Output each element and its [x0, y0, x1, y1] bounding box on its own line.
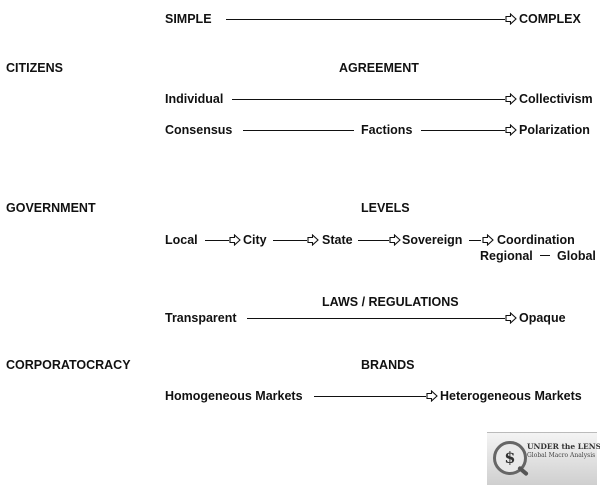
- government-label: GOVERNMENT: [6, 201, 96, 215]
- consensus-factions-line: [243, 130, 354, 131]
- heterogeneous-markets-label: Heterogeneous Markets: [440, 389, 582, 403]
- factions-polarization-line: [421, 130, 505, 131]
- agreement-heading: AGREEMENT: [339, 61, 419, 75]
- individual-collectivism-line: [232, 99, 505, 100]
- levels-heading: LEVELS: [361, 201, 410, 215]
- coordination-regional: Regional: [480, 249, 533, 263]
- homogeneous-heterogeneous-line: [314, 396, 426, 397]
- polarization-label: Polarization: [519, 123, 590, 137]
- arrow-icon: [426, 390, 438, 402]
- logo-subtitle: Global Macro Analysis: [527, 452, 596, 459]
- arrow-icon: [389, 234, 401, 246]
- homogeneous-markets-label: Homogeneous Markets: [165, 389, 303, 403]
- level-state: State: [322, 233, 353, 247]
- level-city: City: [243, 233, 267, 247]
- opaque-label: Opaque: [519, 311, 566, 325]
- level-coordination: Coordination: [497, 233, 575, 247]
- level-local: Local: [165, 233, 198, 247]
- local-city-line: [205, 240, 229, 241]
- individual-label: Individual: [165, 92, 224, 106]
- city-state-line: [273, 240, 307, 241]
- complex-label: COMPLEX: [519, 12, 581, 26]
- arrow-icon: [482, 234, 494, 246]
- sovereign-coordination-line: [469, 240, 481, 241]
- transparent-opaque-line: [247, 318, 505, 319]
- factions-label: Factions: [361, 123, 413, 137]
- laws-regulations-heading: LAWS / REGULATIONS: [322, 295, 459, 309]
- arrow-icon: [307, 234, 319, 246]
- brands-heading: BRANDS: [361, 358, 415, 372]
- magnifier-dollar-icon: $: [493, 441, 527, 475]
- arrow-icon: [505, 93, 517, 105]
- corporatocracy-label: CORPORATOCRACY: [6, 358, 131, 372]
- transparent-label: Transparent: [165, 311, 237, 325]
- simple-complex-line: [226, 19, 505, 20]
- coordination-global: Global: [557, 249, 596, 263]
- state-sovereign-line: [358, 240, 389, 241]
- regional-global-line: [540, 255, 550, 256]
- arrow-icon: [505, 13, 517, 25]
- arrow-icon: [505, 124, 517, 136]
- level-sovereign: Sovereign: [402, 233, 463, 247]
- arrow-icon: [229, 234, 241, 246]
- simple-label: SIMPLE: [165, 12, 212, 26]
- citizens-label: CITIZENS: [6, 61, 63, 75]
- logo-title: UNDER the LENS: [527, 442, 600, 451]
- arrow-icon: [505, 312, 517, 324]
- under-the-lens-logo: $ UNDER the LENS Global Macro Analysis: [487, 432, 600, 485]
- collectivism-label: Collectivism: [519, 92, 593, 106]
- consensus-label: Consensus: [165, 123, 233, 137]
